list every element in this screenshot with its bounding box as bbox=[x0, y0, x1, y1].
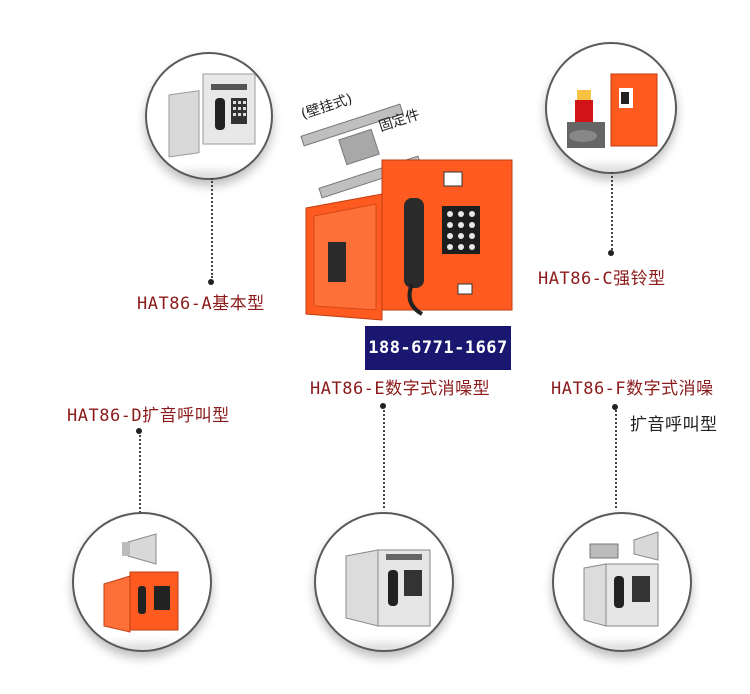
product-image-hat86-d bbox=[72, 512, 212, 652]
product-image-hat86-c bbox=[545, 42, 677, 174]
connector-dot-e bbox=[380, 403, 386, 409]
connector-line-a bbox=[211, 178, 213, 278]
product-image-hat86-f bbox=[552, 512, 692, 652]
phone-number-banner: 188-6771-1667 bbox=[365, 326, 511, 370]
label-hat86-e: HAT86-E数字式消噪型 bbox=[310, 379, 491, 399]
connector-line-c bbox=[611, 172, 613, 250]
product-image-hat86-a bbox=[145, 52, 273, 180]
phone-a-illustration bbox=[168, 73, 256, 158]
connector-line-d bbox=[139, 435, 141, 513]
product-image-hat86-e bbox=[314, 512, 454, 652]
label-hat86-c: HAT86-C强铃型 bbox=[538, 269, 666, 289]
label-hat86-f-line1: HAT86-F数字式消噪 bbox=[551, 379, 714, 399]
label-hat86-d: HAT86-D扩音呼叫型 bbox=[67, 406, 230, 426]
connector-dot-d bbox=[136, 428, 142, 434]
label-hat86-f-line2: 扩音呼叫型 bbox=[630, 415, 718, 435]
connector-line-f bbox=[615, 410, 617, 508]
connector-line-e bbox=[383, 410, 385, 508]
phone-f-illustration bbox=[583, 531, 659, 627]
connector-dot-a bbox=[208, 279, 214, 285]
label-hat86-a: HAT86-A基本型 bbox=[137, 294, 265, 314]
connector-dot-f bbox=[612, 404, 618, 410]
connector-dot-c bbox=[608, 250, 614, 256]
phone-d-illustration bbox=[103, 533, 179, 633]
center-phone-illustration bbox=[292, 74, 524, 330]
phone-c-illustration bbox=[567, 73, 658, 148]
phone-e-illustration bbox=[345, 549, 431, 627]
